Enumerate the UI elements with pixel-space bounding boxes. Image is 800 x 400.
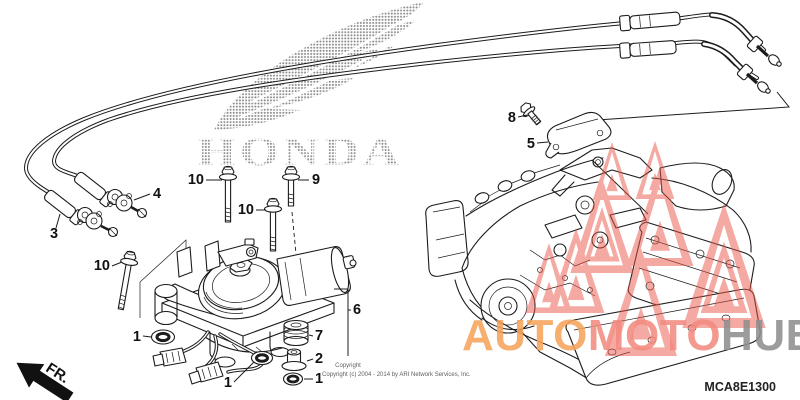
callout-4[interactable]: 4 [153,186,161,202]
flange-bolt-part9 [281,165,301,207]
callout-6[interactable]: 6 [353,302,361,318]
grommet-part7 [283,319,309,347]
reference-leader-lines [566,91,790,215]
flange-bolt-part10 [218,165,238,223]
fr-direction-indicator: FR. [16,360,74,400]
callout-2[interactable]: 2 [315,351,323,367]
fr-arrow-icon [16,362,74,400]
callout-8[interactable]: 8 [508,110,516,126]
callout-9[interactable]: 9 [312,172,320,188]
callout-10-middle[interactable]: 10 [238,202,254,218]
washer-part1 [250,350,274,366]
automotohub-wordmark: AUTOMOTOHUB [462,311,800,360]
wire-connector [188,361,224,385]
washer-part1 [150,329,176,345]
callout-5[interactable]: 5 [527,136,535,152]
wordmark-moto: MOTO [588,311,721,360]
collar-part2 [281,348,307,372]
callout-7[interactable]: 7 [315,328,323,344]
wordmark-auto: AUTO [462,311,588,360]
callout-10-left[interactable]: 10 [94,258,110,274]
honda-wing-icon [214,2,424,130]
control-cables [23,11,782,238]
flange-bolt-part8 [520,102,542,126]
wire-connector [152,347,187,367]
callout-3[interactable]: 3 [50,226,58,242]
automotohub-triangle-watermark [525,141,766,356]
wordmark-hub: HUB [721,311,800,360]
cable-end-part4 [106,188,148,219]
diagram-code: MCA8E1300 [704,380,776,394]
callout-1-right[interactable]: 1 [315,371,323,387]
flange-bolts [117,165,301,311]
flange-bolt-part10 [263,197,283,252]
callout-1-center[interactable]: 1 [224,375,232,391]
copyright-line1: Copyright [335,363,361,369]
callout-1-left[interactable]: 1 [133,329,141,345]
cable-bracket-part5 [545,111,612,159]
honda-wing-watermark: HONDA [197,2,424,174]
flange-bolt-part10 [117,250,139,311]
callout-10-top-left[interactable]: 10 [188,172,204,188]
callout-labels: 10 9 10 10 4 3 8 5 1 1 1 6 7 2 [50,110,535,391]
callout-leaders [55,114,549,383]
cable-end-part3 [76,206,119,238]
copyright-line2: Copyright (c) 2004 - 2014 by ARI Network… [322,372,471,378]
reverse-actuator-assembly [139,238,357,386]
washer-part1 [282,372,304,386]
